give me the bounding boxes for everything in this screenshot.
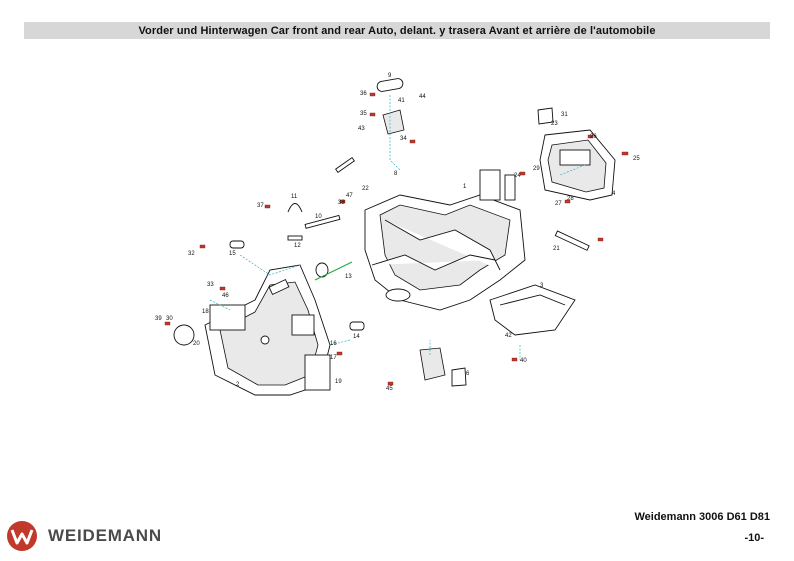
rear-frame-part[interactable] — [204, 264, 331, 396]
brand-name: WEIDEMANN — [48, 526, 162, 545]
callout-label: 25 — [633, 156, 640, 162]
callout-label: 4 — [612, 191, 616, 197]
callout-label: 44 — [419, 94, 426, 100]
callout-label: 9 — [388, 73, 392, 79]
callout-label: 11 — [291, 194, 298, 200]
leader-lines — [209, 95, 586, 360]
callout-label: 39 — [155, 316, 162, 322]
callout-label: 33 — [207, 282, 214, 288]
callout-label: 42 — [505, 333, 512, 339]
page-number: -10- — [744, 532, 764, 544]
bolt-markers — [164, 92, 629, 386]
callout-labels: 1 2 3 4 6 8 9 10 11 12 13 14 15 16 17 18… — [155, 73, 640, 392]
page-title: Vorder und Hinterwagen Car front and rea… — [24, 22, 770, 39]
callout-label: 8 — [394, 171, 398, 177]
front-frame-part[interactable] — [364, 169, 526, 311]
callout-label: 32 — [188, 251, 195, 257]
callout-label: 12 — [294, 243, 301, 249]
cover-disc-part[interactable] — [173, 324, 195, 346]
callout-label: 1 — [463, 184, 467, 190]
callout-label: 36 — [360, 91, 367, 97]
callout-label: 31 — [561, 112, 568, 118]
callout-label: 10 — [315, 214, 322, 220]
callout-label: 24 — [514, 173, 521, 179]
model-name: Weidemann 3006 D61 D81 — [634, 511, 770, 523]
callout-label: 13 — [345, 274, 352, 280]
callout-label: 2 — [236, 382, 240, 388]
pin-part — [314, 261, 353, 281]
callout-label: 45 — [386, 386, 393, 392]
floor-plate-part[interactable] — [489, 284, 576, 336]
callout-label: 19 — [335, 379, 342, 385]
callout-label: 3 — [540, 283, 544, 289]
callout-label: 16 — [330, 341, 337, 347]
callout-label: 29 — [533, 166, 540, 172]
callout-label: 22 — [362, 186, 369, 192]
counterweight-part[interactable] — [539, 129, 616, 201]
small-parts — [229, 78, 590, 387]
callout-label: 15 — [229, 251, 236, 257]
brand-logo: WEIDEMANN — [6, 520, 162, 552]
callout-label: 23 — [551, 121, 558, 127]
page-title-text: Vorder und Hinterwagen Car front and rea… — [138, 24, 656, 37]
callout-label: 34 — [400, 136, 407, 142]
callout-label: 37 — [257, 203, 264, 209]
callout-label: 28 — [567, 196, 574, 202]
callout-label: 6 — [466, 371, 470, 377]
callout-label: 17 — [330, 355, 337, 361]
callout-label: 46 — [222, 293, 229, 299]
callout-label: 43 — [358, 126, 365, 132]
callout-label: 41 — [398, 98, 405, 104]
callout-label: 26 — [590, 134, 597, 140]
callout-label: 40 — [520, 358, 527, 364]
callout-label: 18 — [202, 309, 209, 315]
callout-label: 47 — [346, 193, 353, 199]
callout-label: 38 — [338, 200, 345, 206]
callout-label: 21 — [553, 246, 560, 252]
callout-label: 27 — [555, 201, 562, 207]
callout-label: 30 — [166, 316, 173, 322]
callout-label: 14 — [353, 334, 360, 340]
callout-label: 20 — [193, 341, 200, 347]
weidemann-logo-icon — [7, 521, 37, 551]
callout-label: 35 — [360, 111, 367, 117]
